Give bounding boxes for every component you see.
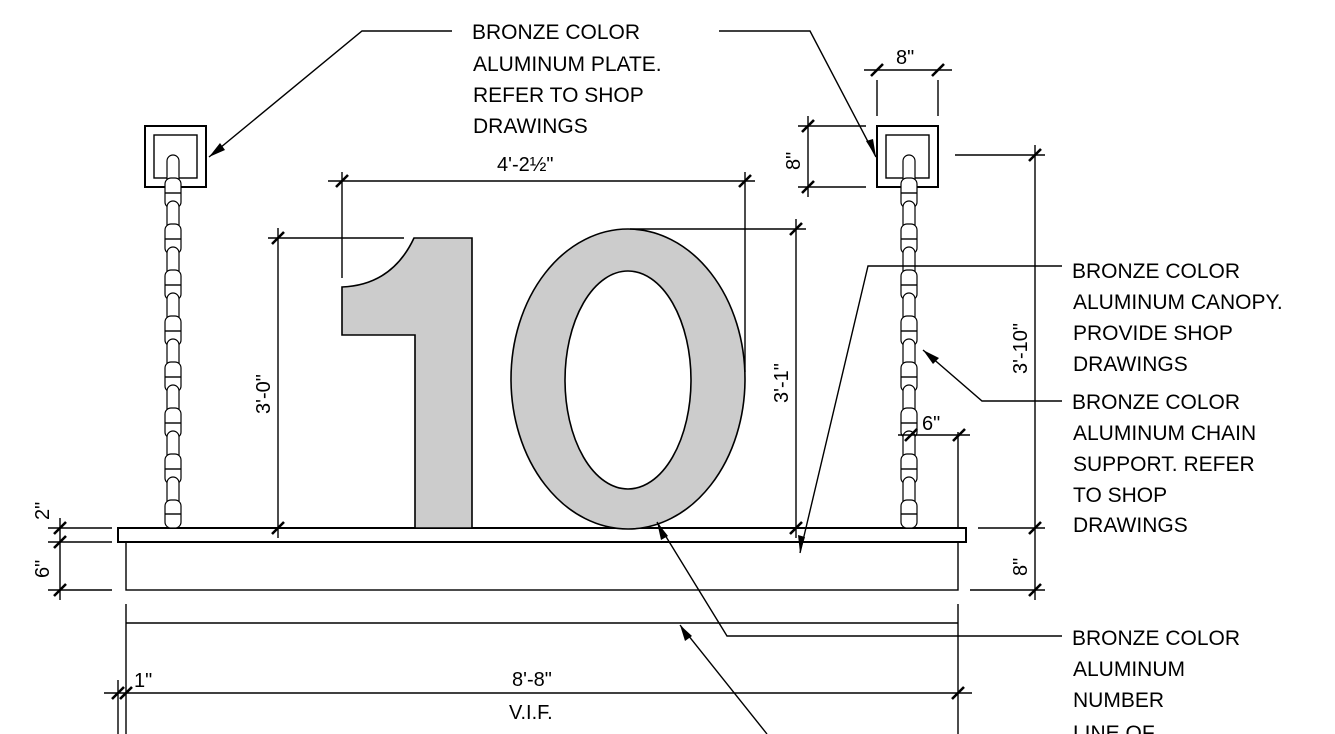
dim-plate-height: 8" (783, 152, 805, 170)
callout-chain: BRONZE COLOR ALUMINUM CHAIN SUPPORT. REF… (1072, 391, 1256, 537)
callout-plate-line-2: ALUMINUM PLATE. (473, 53, 662, 76)
callout-plate-line-4: DRAWINGS (473, 115, 588, 138)
chain-right (900, 154, 918, 529)
callout-canopy: BRONZE COLOR ALUMINUM CANOPY. PROVIDE SH… (1072, 260, 1283, 376)
dim-digit-zero-height: 3'-1" (771, 363, 793, 403)
callout-number-line-2: ALUMINUM (1073, 658, 1185, 681)
callout-canopy-line-4: DRAWINGS (1073, 353, 1188, 376)
leader-plate-right (719, 30, 877, 158)
leader-plate-left (208, 30, 452, 158)
leader-canopy (799, 265, 1062, 554)
callout-plate: BRONZE COLOR ALUMINUM PLATE. REFER TO SH… (472, 21, 662, 138)
callout-chain-line-1: BRONZE COLOR (1072, 391, 1240, 414)
dim-plate-width: 8" (896, 47, 914, 69)
dim-overall-width: 8'-8" (512, 669, 552, 691)
callout-chain-line-3: SUPPORT. REFER (1073, 453, 1255, 476)
dimension-labels: 8" 8" 4'-2½" 3'-0" 3'-1" 3'-10" 8" 6" 2"… (32, 47, 1032, 724)
dim-chain-offset: 6" (922, 413, 940, 435)
callout-chain-line-2: ALUMINUM CHAIN (1073, 422, 1256, 445)
digit-zero-counter (564, 270, 692, 490)
dimension-lines (48, 63, 1045, 734)
canopy-top-plate (117, 527, 967, 543)
leader-chain (922, 349, 1062, 402)
dim-overall-height: 3'-10" (1010, 323, 1032, 374)
dim-overall-width-note: V.I.F. (509, 702, 553, 724)
callout-canopy-line-1: BRONZE COLOR (1072, 260, 1240, 283)
dim-number-width: 4'-2½" (497, 154, 554, 176)
callout-number-line-3: NUMBER (1073, 689, 1164, 712)
leader-line-of (679, 624, 768, 734)
callout-plate-line-1: BRONZE COLOR (472, 21, 640, 44)
leader-number (656, 521, 1062, 637)
callout-number-line-1: BRONZE COLOR (1072, 627, 1240, 650)
dim-digit-one-height: 3'-0" (253, 374, 275, 414)
callout-canopy-line-3: PROVIDE SHOP (1073, 322, 1233, 345)
callout-chain-line-5: DRAWINGS (1073, 514, 1188, 537)
callout-chain-line-4: TO SHOP (1073, 484, 1167, 507)
digit-one (341, 237, 473, 529)
dim-canopy-right: 8" (1010, 558, 1032, 576)
callout-line-of: LINE OF (1073, 722, 1155, 734)
callout-plate-line-3: REFER TO SHOP (473, 84, 644, 107)
sign-number (341, 228, 746, 530)
dim-edge-offset: 1" (134, 670, 152, 692)
callout-canopy-line-2: ALUMINUM CANOPY. (1073, 291, 1283, 314)
canopy-fascia (125, 541, 959, 591)
canopy (117, 527, 967, 734)
callout-number: BRONZE COLOR ALUMINUM NUMBER LINE OF (1072, 627, 1240, 734)
arrowheads (209, 139, 939, 641)
dim-canopy-top: 2" (32, 502, 54, 520)
chain-left (164, 154, 182, 529)
dim-canopy-depth: 6" (32, 560, 54, 578)
